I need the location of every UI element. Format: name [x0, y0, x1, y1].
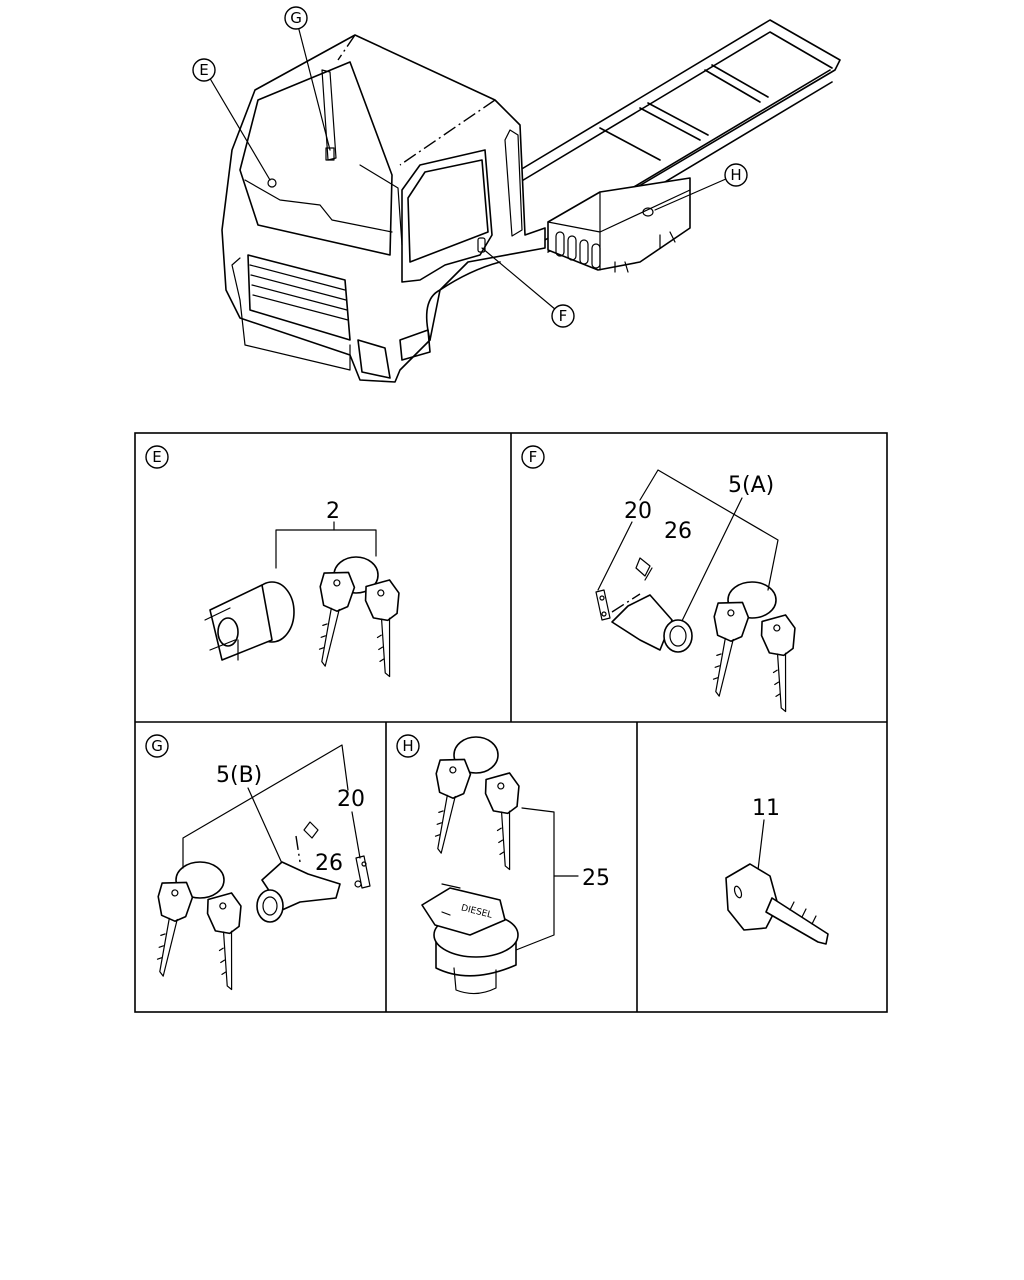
panel-h-letter: H — [402, 737, 413, 755]
ignition-cylinder — [204, 581, 295, 661]
panel-h: H 25 DIESEL — [396, 734, 610, 995]
panel-e-letter: E — [152, 448, 161, 466]
panel-grid — [134, 432, 888, 1013]
panel-f-circle — [521, 445, 545, 469]
callout-f: F — [559, 307, 568, 325]
fuel-cap: DIESEL — [421, 883, 519, 995]
callout-circle-e — [192, 58, 216, 82]
part-label-26-g: 26 — [315, 851, 343, 876]
panel-f: F 20 26 5(A) — [521, 445, 805, 714]
key-pair-e — [308, 556, 409, 679]
callout-circle-h — [724, 163, 748, 187]
door-lock-g — [256, 821, 371, 923]
panel-key: 11 — [725, 796, 829, 945]
part-label-5b: 5(B) — [216, 763, 262, 788]
panel-g-letter: G — [151, 737, 163, 755]
panel-e-circle — [145, 445, 169, 469]
callout-g: G — [290, 9, 302, 27]
panel-g: G 5(B) 20 26 — [145, 734, 371, 992]
callout-circle-g — [284, 6, 308, 30]
key-pair-f — [702, 581, 805, 714]
part-label-20-g: 20 — [337, 787, 365, 812]
callout-h: H — [730, 166, 741, 184]
key-pair-h — [424, 736, 529, 872]
part-label-11: 11 — [752, 796, 780, 821]
part-label-5a: 5(A) — [728, 473, 774, 498]
key-pair-g — [146, 861, 251, 992]
truck-overview: G E H F — [192, 6, 841, 383]
part-label-2: 2 — [326, 499, 340, 524]
panel-h-circle — [396, 734, 420, 758]
panel-g-circle — [145, 734, 169, 758]
callout-e: E — [199, 61, 208, 79]
part-label-26-f: 26 — [664, 519, 692, 544]
part-label-25: 25 — [582, 866, 610, 891]
panel-e: E 2 — [145, 445, 409, 679]
callout-circle-f — [551, 304, 575, 328]
blank-key — [725, 863, 829, 945]
panel-f-letter: F — [529, 448, 538, 466]
part-label-20-f: 20 — [624, 499, 652, 524]
door-lock-f — [595, 557, 693, 653]
